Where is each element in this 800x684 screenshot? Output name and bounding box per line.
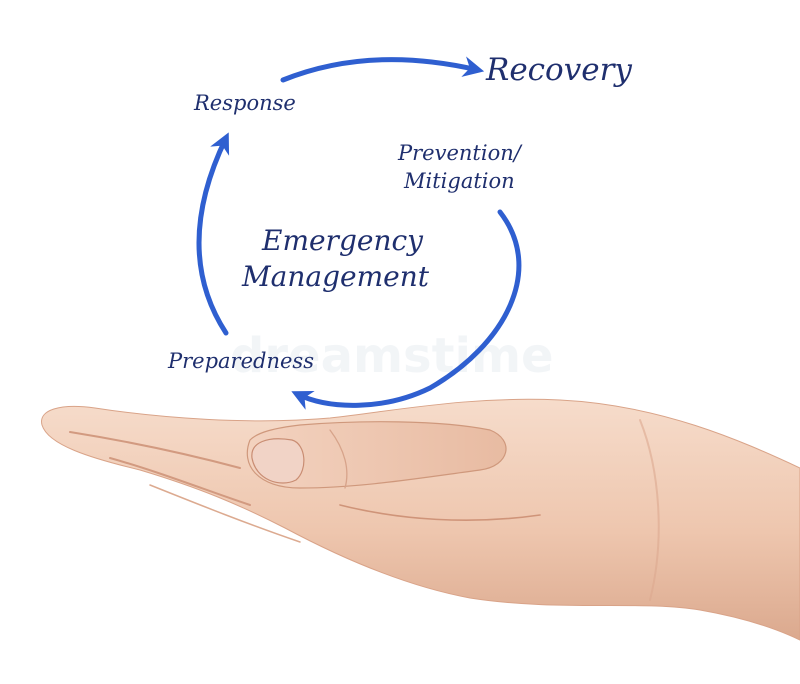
finger-crease-2 — [109, 457, 251, 506]
center-title-line1: Emergency — [261, 224, 424, 257]
thumb-nail — [251, 438, 305, 484]
arrow-response-to-recovery — [280, 56, 485, 83]
palm-line-2 — [329, 429, 348, 489]
wrist-shade — [639, 419, 660, 601]
finger-crease-1 — [69, 431, 241, 469]
arrow-preparedness-to-response — [196, 132, 230, 336]
stage-label-recovery: Recovery — [485, 52, 632, 88]
cycle-arrows — [196, 56, 522, 410]
open-palm-hand-icon — [41, 398, 800, 641]
hand-palm — [41, 398, 800, 641]
hand-thumb — [246, 421, 507, 489]
arrow-prevention-to-preparedness — [291, 209, 522, 410]
palm-line-1 — [339, 504, 541, 521]
watermark-text: dreamstime — [230, 328, 554, 384]
stage-label-response: Response — [193, 91, 296, 115]
stage-label-prevention-line2: Mitigation — [403, 169, 515, 193]
stage-label-prevention-line1: Prevention/ — [397, 141, 523, 165]
stage-label-preparedness: Preparedness — [167, 349, 314, 373]
finger-crease-3 — [149, 484, 301, 543]
center-title-line2: Management — [241, 260, 430, 293]
